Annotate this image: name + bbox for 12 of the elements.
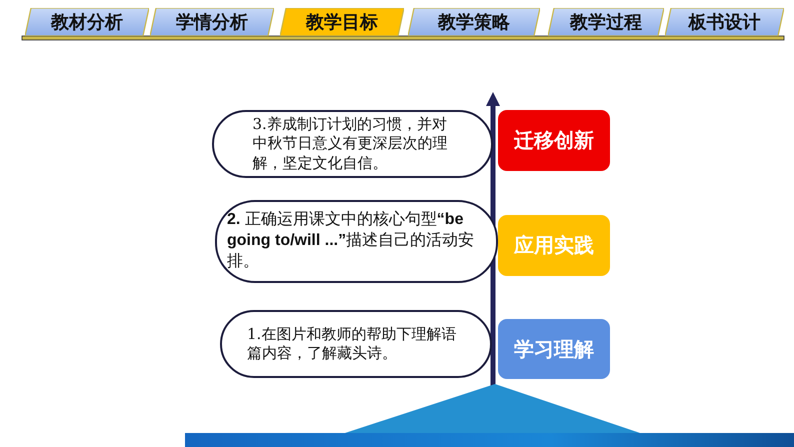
goal-bubble: 2. 正确运用课文中的核心句型“be going to/will ...”描述自己的活动安排。 <box>215 200 498 283</box>
tab: 教材分析 <box>25 8 149 36</box>
goal-bubble: 3.养成制订计划的习惯，并对中秋节日意义有更深层次的理解，坚定文化自信。 <box>212 110 493 178</box>
level-box: 学习理解 <box>498 319 610 379</box>
level-box: 应用实践 <box>498 215 610 276</box>
tab: 板书设计 <box>665 8 784 36</box>
goal-bubble: 1.在图片和教师的帮助下理解语篇内容，了解藏头诗。 <box>220 310 492 378</box>
tab: 教学策略 <box>408 8 540 36</box>
active-tab: 教学目标 <box>280 8 404 36</box>
level-box: 迁移创新 <box>498 110 610 171</box>
tab: 学情分析 <box>150 8 274 36</box>
tab: 教学过程 <box>548 8 664 36</box>
